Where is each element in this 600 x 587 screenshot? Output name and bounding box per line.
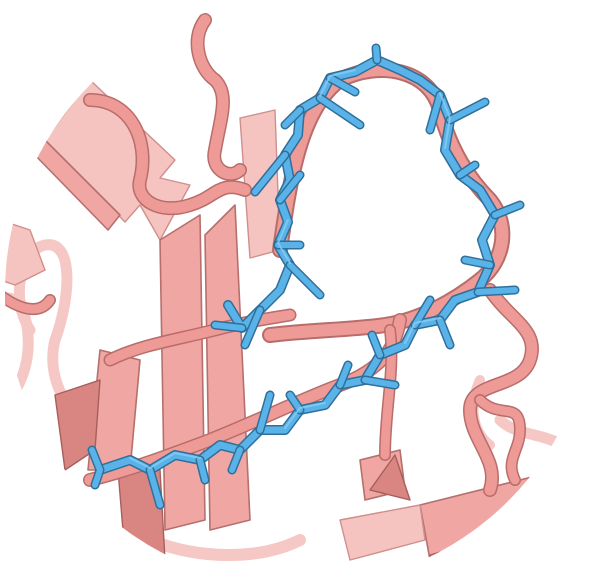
beta-strand-bottom-middle [339,504,426,561]
peptide-highlights [129,69,451,469]
beta-strand-central-1 [159,214,206,531]
coil-top [192,14,246,180]
beta-strand-left [5,219,46,286]
coil-upper-left [84,94,251,214]
coil-to-arrow [380,325,396,460]
coil-bottom-faded [144,534,306,561]
beta-arrow-tip [369,454,411,501]
coil-bottom-right [475,395,525,485]
peptide-sticks [87,43,525,510]
peptide-side-chains [87,43,525,510]
coil-right [464,284,538,496]
coil-left-connector [105,310,295,365]
